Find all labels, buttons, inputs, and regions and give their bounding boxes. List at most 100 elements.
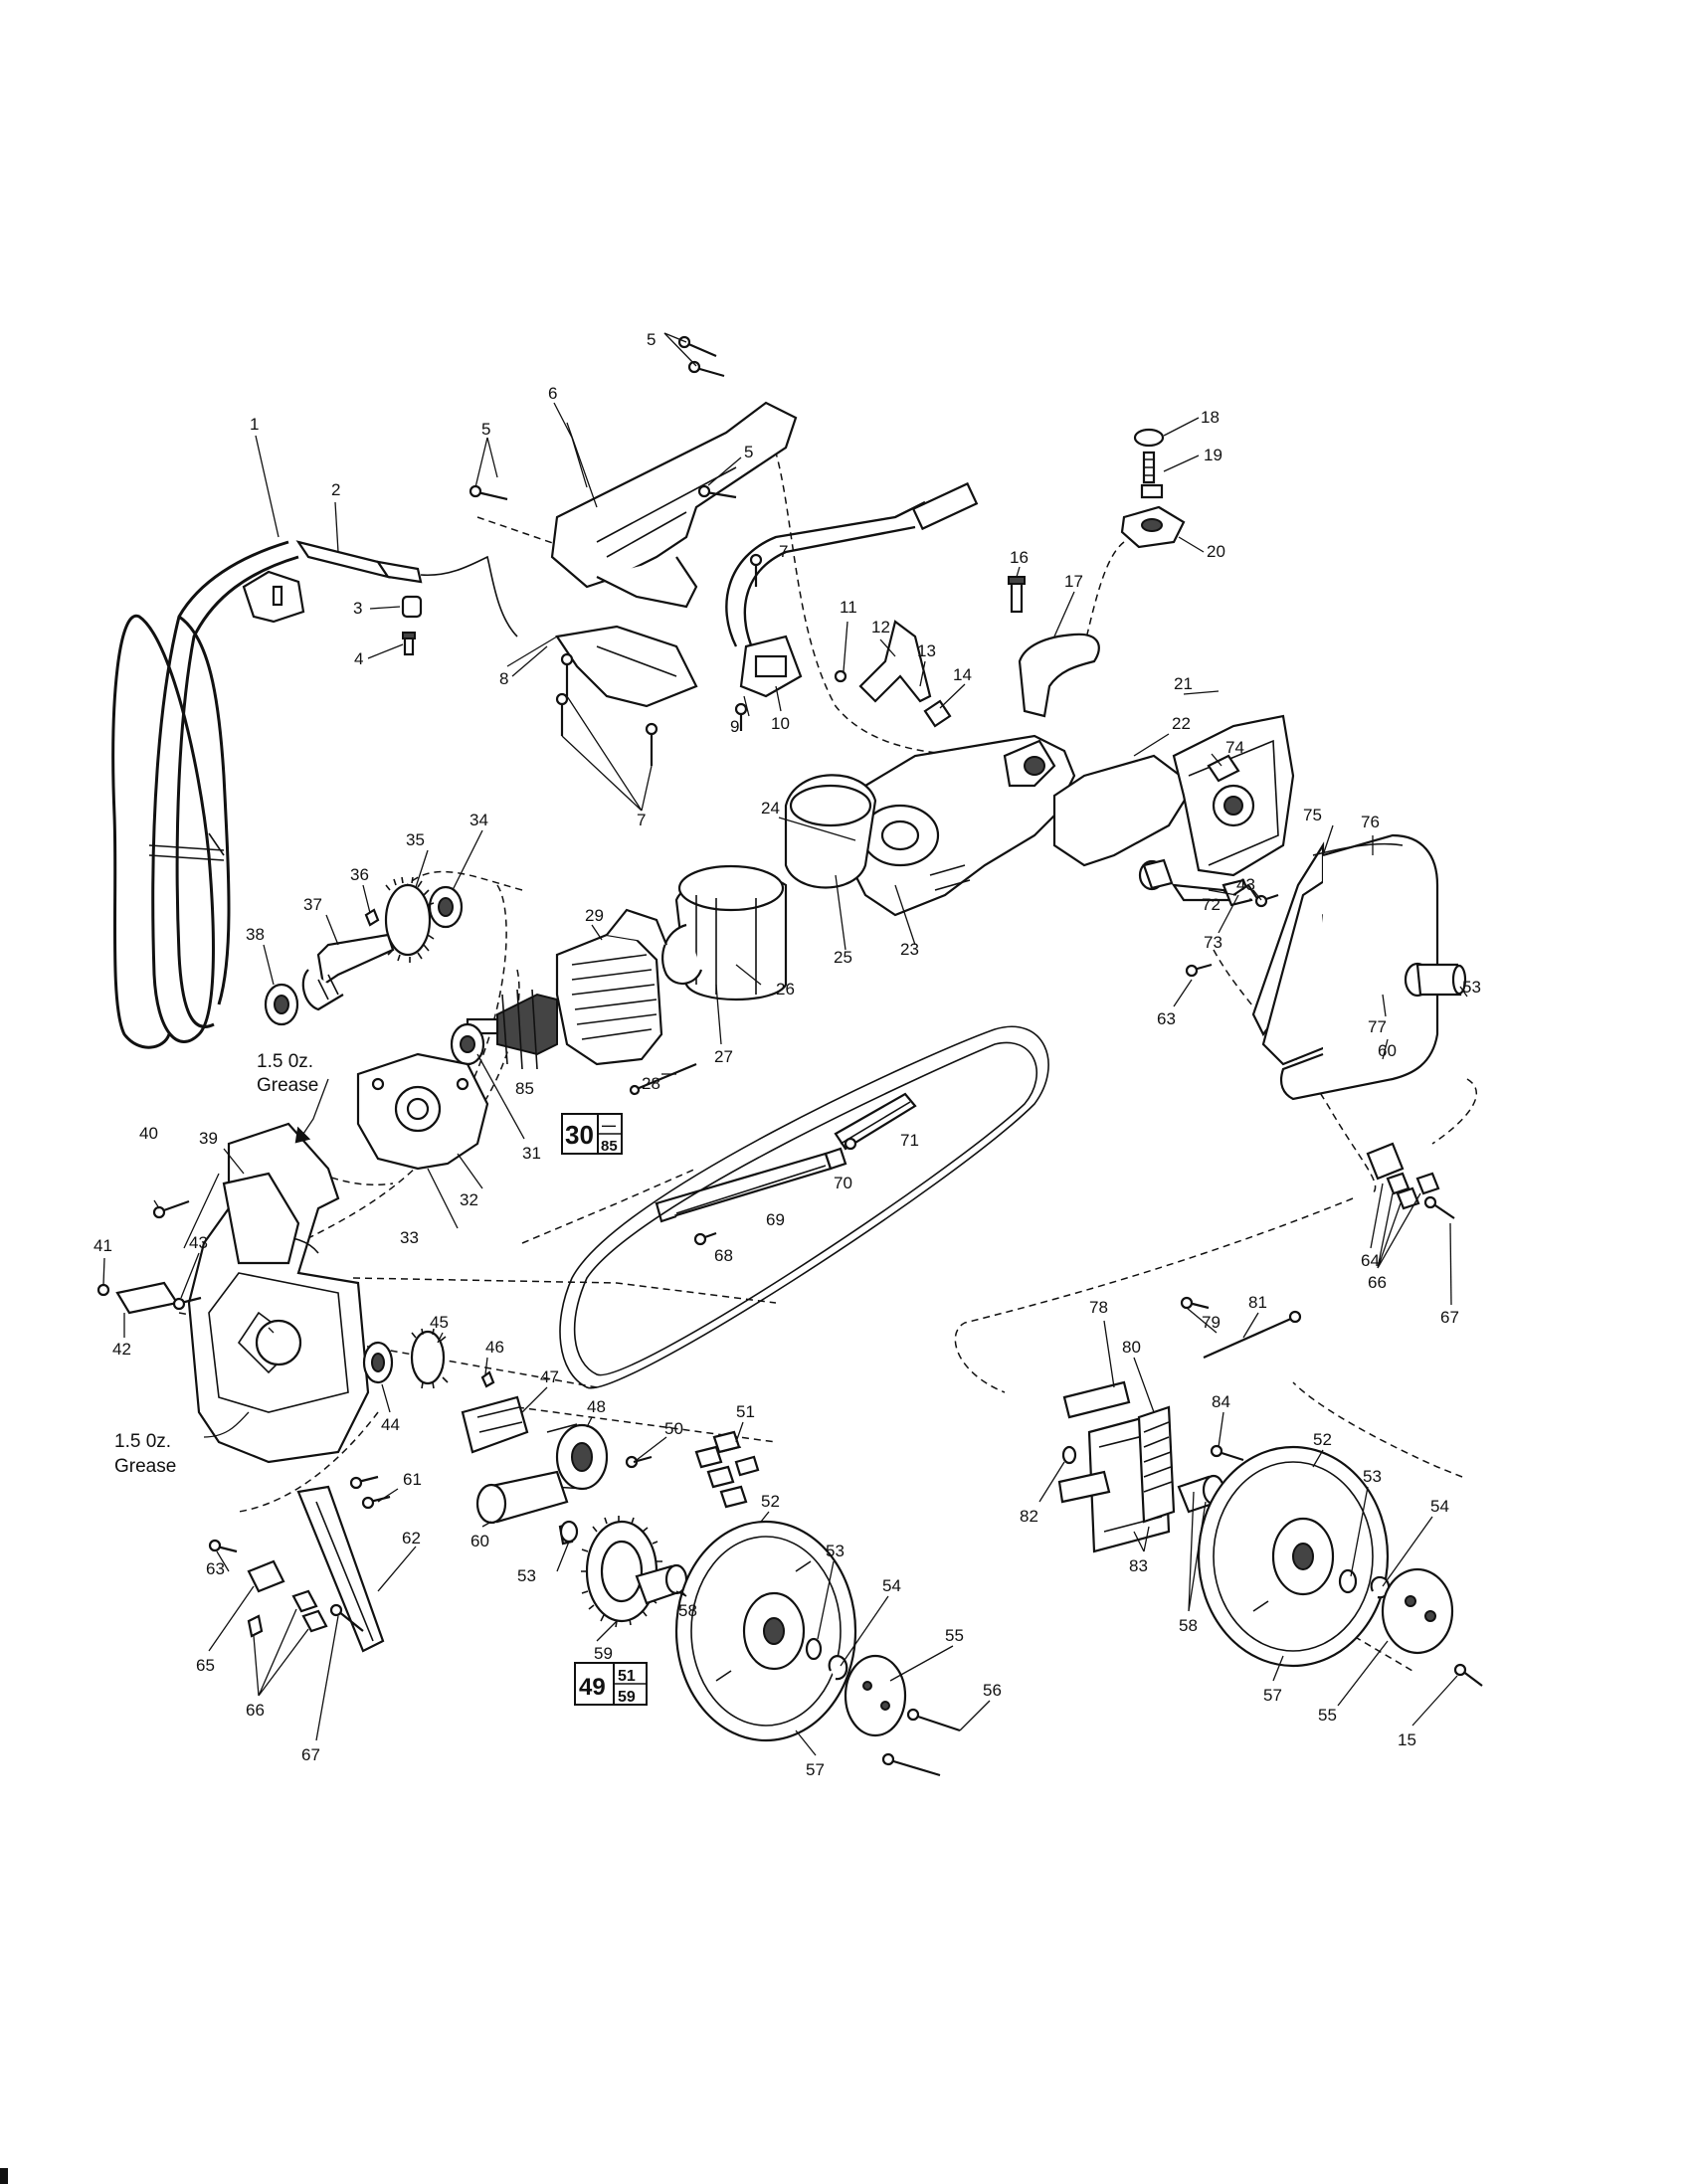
callout-39: 39 (199, 1129, 218, 1148)
callout-60-right: 60 (1378, 1041, 1397, 1060)
callout-64: 64 (1361, 1251, 1380, 1270)
callout-77: 77 (1368, 1017, 1387, 1036)
rear-housing-assembly (1138, 754, 1467, 1101)
callout-74: 74 (1225, 738, 1244, 757)
callout-34: 34 (470, 811, 488, 829)
callout-16: 16 (1010, 548, 1029, 567)
callout-85: 85 (515, 1079, 534, 1098)
callout-53-right-wheel: 53 (1363, 1467, 1382, 1486)
callout-7-upper: 7 (779, 542, 788, 561)
left-blade-guide-bracket (208, 1475, 391, 1653)
switch-assembly (725, 481, 979, 731)
gear-case-cover-32-33 (356, 1052, 489, 1171)
motor-field-26 (661, 864, 788, 1001)
trigger-lever (858, 620, 932, 703)
callout-66-right: 66 (1368, 1273, 1387, 1292)
callout-55-right: 55 (1318, 1706, 1337, 1725)
callout-83: 83 (1129, 1556, 1148, 1575)
callout-43-right: 43 (1236, 875, 1255, 894)
screw-50 (625, 1455, 653, 1469)
callout-54-right: 54 (1430, 1497, 1449, 1516)
gear-housing (844, 714, 1295, 917)
callout-9: 9 (730, 717, 739, 736)
right-guide-block (1366, 1142, 1455, 1219)
cord-clamp-screw (402, 632, 416, 656)
callout-44: 44 (381, 1415, 400, 1434)
callout-60-left: 60 (470, 1532, 489, 1550)
kit-49-bottom: 59 (618, 1689, 636, 1706)
through-bolt-28 (629, 1062, 697, 1096)
callout-56: 56 (983, 1681, 1002, 1700)
callout-36: 36 (350, 865, 369, 884)
kit-49-top: 51 (618, 1668, 636, 1685)
callout-20: 20 (1207, 542, 1225, 561)
callout-29: 29 (585, 906, 604, 925)
callout-59: 59 (594, 1644, 613, 1663)
callout-69: 69 (766, 1210, 785, 1229)
callout-40: 40 (139, 1124, 158, 1143)
corner-mark (0, 2168, 8, 2184)
callout-58-left: 58 (678, 1601, 697, 1620)
switch-screw (734, 702, 748, 731)
callout-48: 48 (587, 1397, 606, 1416)
grease-note-upper-line1: 1.5 0z. (257, 1051, 313, 1072)
kit-49-main: 49 (579, 1674, 606, 1701)
callout-63-right: 63 (1157, 1009, 1176, 1028)
cord-protector (295, 540, 423, 584)
blade-guide (655, 1092, 917, 1246)
callout-41: 41 (94, 1236, 112, 1255)
gear-case-39 (187, 1122, 370, 1464)
lock-screw-11 (834, 669, 847, 683)
callout-21: 21 (1174, 674, 1193, 693)
grease-note-upper-line2: Grease (257, 1075, 318, 1096)
callout-78: 78 (1089, 1298, 1108, 1317)
screw-56 (881, 1708, 961, 1777)
callout-1: 1 (250, 415, 259, 434)
callout-11: 11 (840, 598, 857, 617)
callout-labels: 1 2 3 4 5 5 5 6 7 7 8 9 10 11 12 13 14 1… (94, 330, 1481, 1779)
spindle-37 (301, 933, 395, 1011)
callout-50: 50 (664, 1419, 683, 1438)
callout-8: 8 (499, 669, 508, 688)
callout-23: 23 (900, 940, 919, 959)
callout-71: 71 (900, 1131, 919, 1150)
callout-57-left: 57 (806, 1760, 825, 1779)
callout-70: 70 (834, 1174, 852, 1192)
callout-13: 13 (917, 641, 936, 660)
saw-blade-loop (559, 1025, 1049, 1389)
knob-17 (1018, 633, 1100, 718)
tension-assembly (1057, 1296, 1302, 1553)
callout-5-top: 5 (647, 330, 656, 349)
kit-30-top: — (602, 1117, 616, 1133)
bushing-58-right (1177, 1474, 1225, 1514)
callout-53-left-wheel: 53 (826, 1542, 845, 1560)
hubcap-55-left (844, 1654, 907, 1737)
bearing-31 (450, 1022, 485, 1066)
lock-button-14 (923, 699, 952, 728)
bearing-cup-25 (784, 774, 877, 889)
sprocket-59 (581, 1516, 663, 1628)
callout-4: 4 (354, 649, 363, 668)
callout-73: 73 (1204, 933, 1222, 952)
callout-55-left: 55 (945, 1626, 964, 1645)
grease-note-lower-line2: Grease (114, 1456, 176, 1477)
screw-16 (1008, 576, 1026, 614)
callout-6: 6 (548, 384, 557, 403)
bearing-34 (428, 885, 464, 929)
callout-17: 17 (1064, 572, 1083, 591)
callout-53-left-gear: 53 (517, 1566, 536, 1585)
hubcap-55-right (1381, 1567, 1454, 1655)
callout-14: 14 (953, 665, 972, 684)
callout-68: 68 (714, 1246, 733, 1265)
callout-43-left: 43 (189, 1233, 208, 1252)
callout-54-left: 54 (882, 1576, 901, 1595)
callout-61: 61 (403, 1470, 422, 1489)
bushing-58 (635, 1563, 688, 1605)
callout-22: 22 (1172, 714, 1191, 733)
callout-76: 76 (1361, 813, 1380, 831)
washer-53-left (805, 1637, 823, 1661)
callout-67-left: 67 (301, 1745, 320, 1764)
callout-51: 51 (736, 1402, 755, 1421)
callout-31: 31 (522, 1144, 541, 1163)
